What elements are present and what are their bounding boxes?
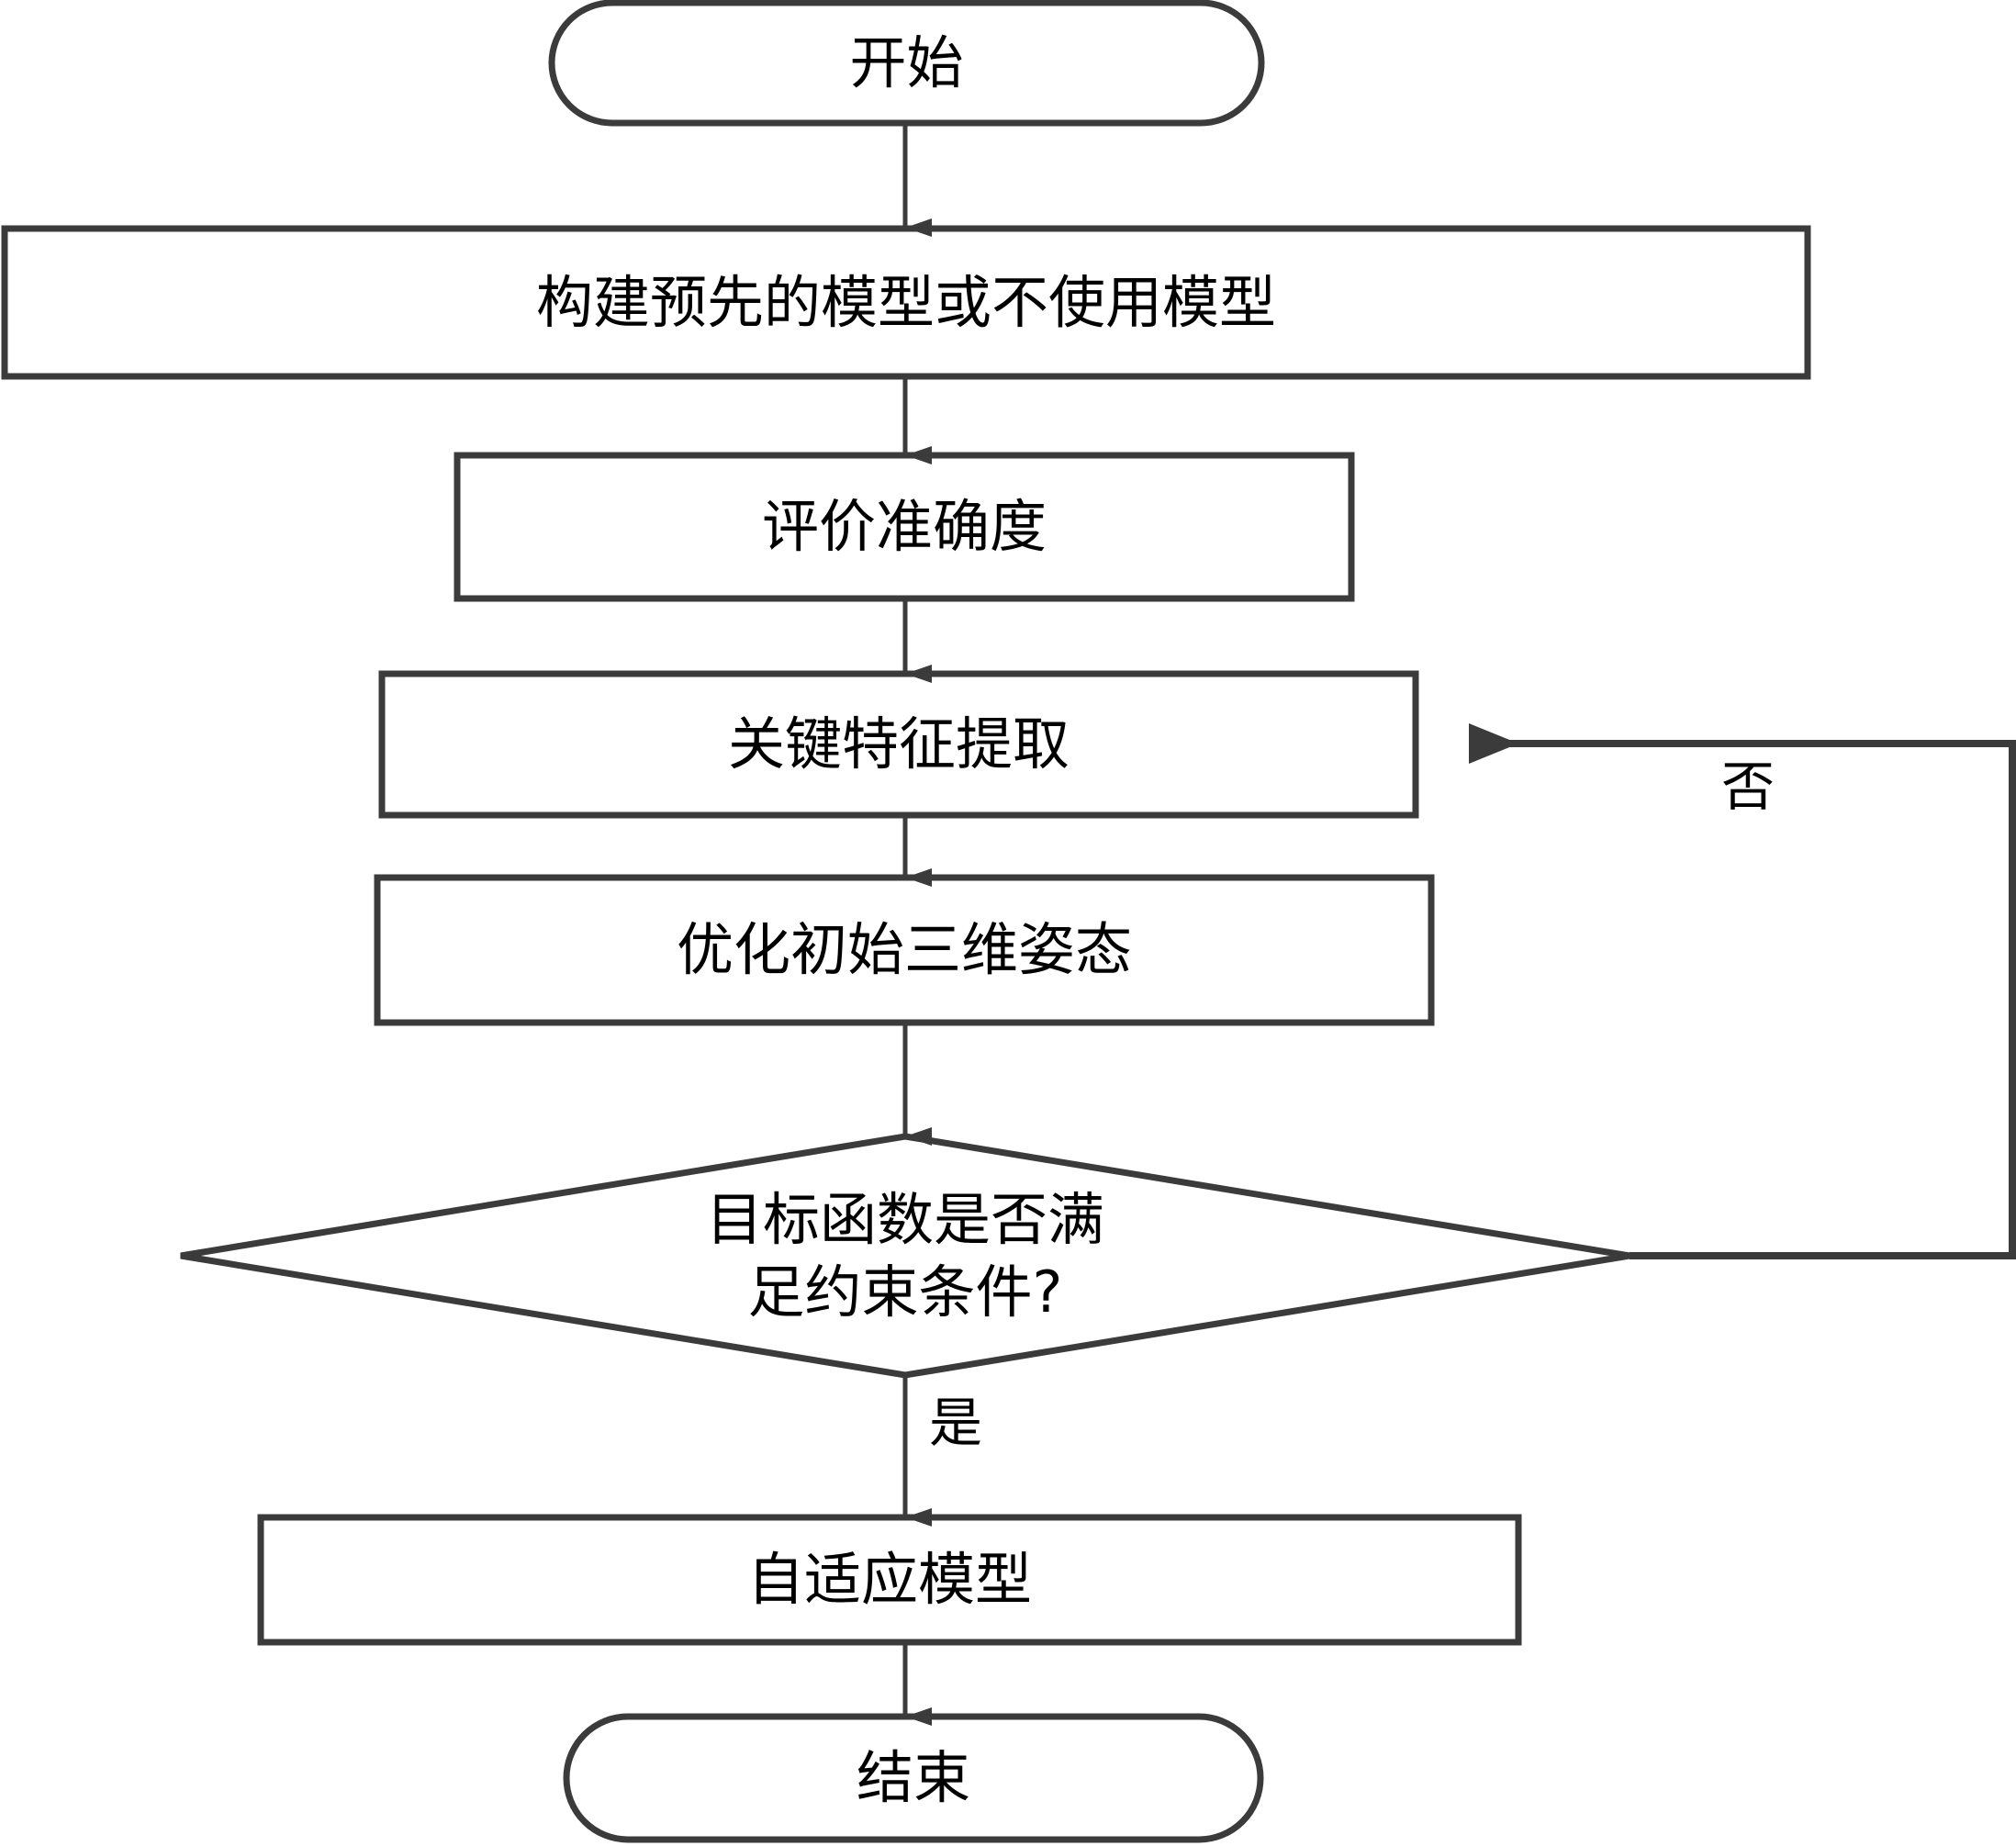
node-end[interactable]: [563, 1713, 1264, 1843]
node-key-feature-extraction[interactable]: [378, 670, 1419, 819]
node-evaluate-accuracy[interactable]: [454, 452, 1355, 602]
node-start[interactable]: [548, 0, 1265, 127]
edge-label-no: 否: [1721, 755, 1775, 818]
node-objective-check[interactable]: [180, 1133, 1630, 1379]
node-adaptive-model[interactable]: [257, 1514, 1522, 1646]
edge-label-yes: 是: [929, 1392, 983, 1454]
node-build-model[interactable]: [1, 225, 1811, 380]
edge-objective-check-to-key-feature-extraction-loop: [1469, 723, 2016, 1259]
node-optimize-initial-pose[interactable]: [374, 874, 1435, 1026]
